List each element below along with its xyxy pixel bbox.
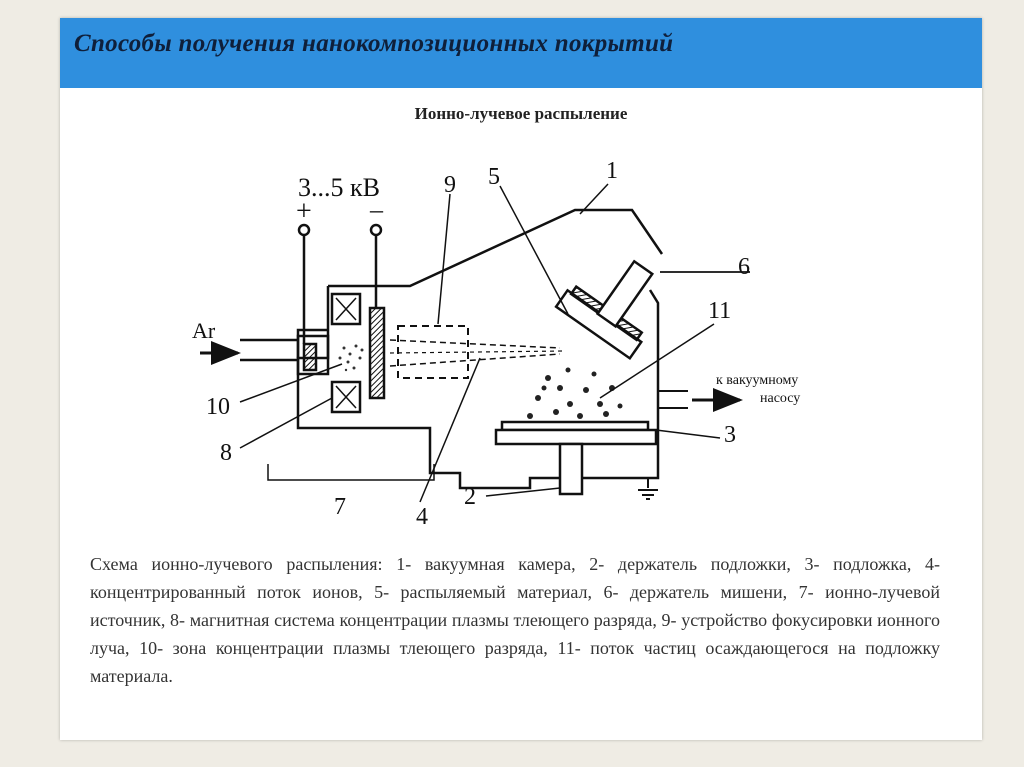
slide-header: Способы получения нанокомпозиционных пок… [60,18,982,88]
label-2: 2 [464,484,476,510]
cathode-electrode [368,306,386,400]
plus-sign: + [296,196,312,227]
diagram-caption: Схема ионно-лучевого распыления: 1- ваку… [90,554,940,686]
focusing-device [397,325,469,379]
label-1: 1 [606,158,618,184]
voltage-label: 3...5 кВ [298,173,380,202]
label-6: 6 [738,254,750,280]
target-holder [554,259,655,361]
gas-label: Ar [192,318,216,343]
label-4: 4 [416,504,428,530]
diagram-title: Ионно-лучевое распыление [414,104,628,123]
plasma-zone [338,344,364,372]
label-10: 10 [206,394,230,420]
label-3: 3 [724,422,736,448]
gas-inlet-block [296,334,330,376]
minus-sign: – [369,195,384,224]
substrate-table [494,428,658,446]
ion-beam-sputtering-diagram: 3...5 кВ + – Ar к вакуумному насосу 1 5 … [192,158,800,530]
magnet-top [330,292,362,326]
slide-title: Способы получения нанокомпозиционных пок… [74,30,674,57]
pump-label-2: насосу [760,391,800,406]
pump-outlet [658,390,688,409]
label-9: 9 [444,172,456,198]
label-8: 8 [220,440,232,466]
slide: Способы получения нанокомпозиционных пок… [60,18,982,740]
label-5: 5 [488,164,500,190]
label-11: 11 [708,298,731,324]
pump-label-1: к вакуумному [716,373,798,388]
chamber-top-wall [328,208,664,288]
particle-flow [527,367,623,419]
substrate-holder-stem [558,442,584,496]
label-7: 7 [334,494,346,520]
chamber-right-wall [648,289,660,398]
ion-beam [389,339,561,367]
magnet-bottom [330,380,362,414]
anode-electrode [302,342,318,372]
